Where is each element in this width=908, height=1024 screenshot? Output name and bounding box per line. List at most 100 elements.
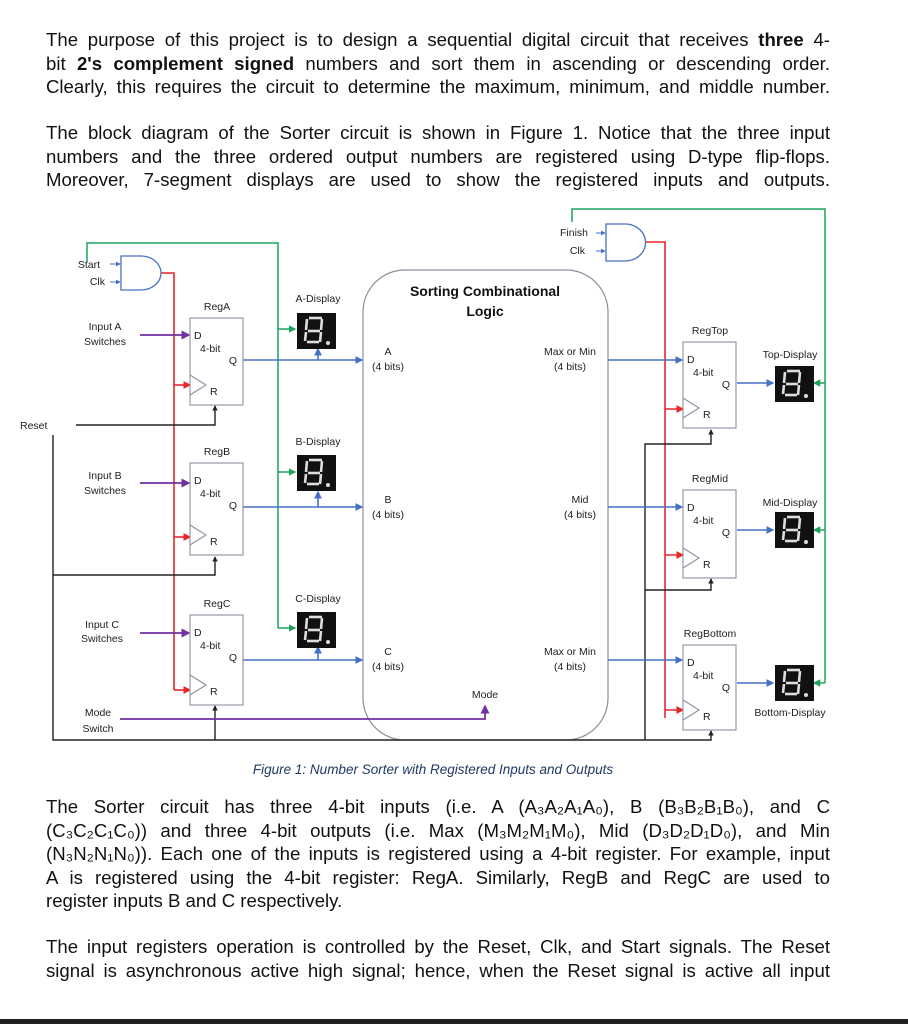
seven-segment-display-bottom [775,665,814,701]
clock-input-triangle [682,547,701,569]
input-b-label: Input B [88,470,121,482]
text-line: signal is asynchronous active high signa… [46,959,830,981]
text: 4- [803,29,831,50]
display-segment [318,331,323,343]
display-segment [304,617,309,630]
display-segment [781,683,786,694]
display-label: A-Display [296,293,342,305]
pin-q: Q [229,652,237,664]
pin-d: D [687,502,695,514]
clock-input-triangle [189,374,208,396]
text-line: register inputs B and C respectively. [46,890,343,911]
display-segment [797,371,802,384]
text-line: The Sorter circuit has three 4-bit input… [46,796,830,817]
register-name: RegMid [692,473,728,485]
display-segment [796,530,801,542]
logic-output-bottom: (4 bits) [554,661,586,673]
clock-input-triangle [682,699,701,721]
start-label: Start [78,259,100,271]
register-width: 4-bit [200,488,221,500]
display-segment [782,670,787,683]
display-segment [797,670,802,683]
register-name: RegB [204,446,230,458]
display-segment [318,630,323,642]
display-segment [304,460,309,473]
display-segment [319,617,324,630]
text-line: The purpose of this project is to design… [46,28,830,52]
register-width: 4-bit [200,640,221,652]
pin-r: R [210,536,218,548]
text: The purpose of this project is to design… [46,29,759,50]
input-c-label: Input C [85,619,119,631]
register-name: RegC [204,598,231,610]
text-line: A is registered using the 4-bit register… [46,866,830,888]
start-and-gate [110,255,162,291]
inputs-paragraph: The Sorter circuit has three 4-bit input… [46,795,830,913]
register-width: 4-bit [693,367,714,379]
seven-segment-display-b [297,455,336,491]
display-label: B-Display [296,436,342,448]
register-width: 4-bit [693,515,714,527]
input-a-label: Switches [84,336,126,348]
page-bottom-border [0,1019,908,1024]
seven-segment-display-mid [775,512,814,548]
clock-wires [161,241,685,718]
display-segment [781,384,786,395]
text-line: (N₃N₂N₁N₀)). Each one of the inputs is r… [46,843,830,864]
logic-input-c: C [384,646,392,658]
block-diagram-paragraph: The block diagram of the Sorter circuit … [46,121,830,192]
seven-segment-display-top [775,366,814,402]
clock-input-triangle [682,397,701,419]
display-dot [326,483,330,487]
register-width: 4-bit [200,343,221,355]
data-wires [243,347,775,687]
display-dot [804,693,808,697]
clk-label: Clk [570,245,586,257]
display-segment [304,318,309,331]
logic-input-b: (4 bits) [372,509,404,521]
text-line: numbers and the three ordered output num… [46,145,830,167]
finish-and-gate [596,223,647,262]
mode-switch-label: Switch [83,723,114,735]
display-label: Mid-Display [763,497,819,509]
finish-label: Finish [560,227,588,239]
display-label: Bottom-Display [754,707,826,719]
display-dot [326,341,330,345]
pin-q: Q [722,527,730,539]
pin-q: Q [229,355,237,367]
logic-input-b: B [384,494,391,506]
logic-input-a: (4 bits) [372,361,404,373]
display-dot [804,540,808,544]
pin-r: R [703,409,711,421]
text-line: (C₃C₂C₁C₀)) and three 4-bit outputs (i.e… [46,819,830,841]
pin-q: Q [229,500,237,512]
logic-output-mid: Mid [572,494,589,506]
intro-paragraph: The purpose of this project is to design… [46,28,830,99]
clock-input-triangle [189,524,208,546]
clock-input-triangle [189,674,208,696]
pin-d: D [687,354,695,366]
display-segment [303,630,308,641]
text-line: The input registers operation is control… [46,936,830,957]
logic-title: Logic [466,303,504,319]
logic-output-mid: (4 bits) [564,509,596,521]
display-dot [804,394,808,398]
pin-d: D [194,627,202,639]
seven-segment-display-c [297,612,336,648]
display-segment [319,318,324,331]
bold-text: three [758,29,804,50]
text-line: Moreover, 7-segment displays are used to… [46,169,830,190]
pin-r: R [210,686,218,698]
logic-input-c: (4 bits) [372,661,404,673]
display-segment [303,473,308,484]
register-name: RegBottom [684,628,737,640]
pin-r: R [703,559,711,571]
text-line: The block diagram of the Sorter circuit … [46,122,830,143]
pin-d: D [194,330,202,342]
start-enable-wires [86,208,826,687]
input-a-label: Input A [89,321,122,333]
control-paragraph: The input registers operation is control… [46,935,830,982]
